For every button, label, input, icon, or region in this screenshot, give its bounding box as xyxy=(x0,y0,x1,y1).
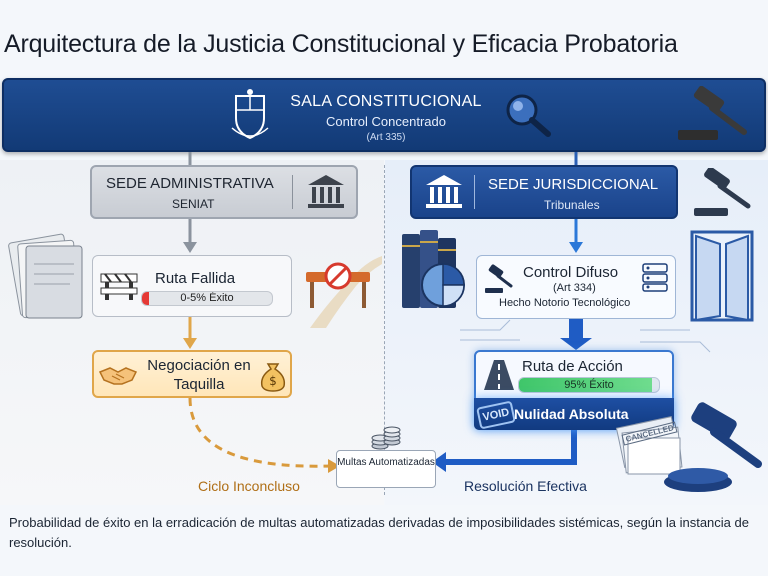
gavel-icon xyxy=(694,168,751,216)
road-barrier-icon xyxy=(306,256,382,328)
svg-text:$: $ xyxy=(269,374,277,388)
negotiation-card: Negociación en Taquilla $ xyxy=(92,350,292,398)
administrative-seat-title: SEDE ADMINISTRATIVA xyxy=(106,175,274,192)
coins-icon xyxy=(371,426,401,450)
action-route-title: Ruta de Acción xyxy=(522,358,623,375)
figure-caption: Probabilidad de éxito en la erradicación… xyxy=(9,515,749,550)
failed-route-progress-fill xyxy=(142,292,149,305)
void-stamp: VOID xyxy=(476,400,516,430)
administrative-seat-subtitle: SENIAT xyxy=(172,197,215,211)
folders-icon xyxy=(8,233,83,319)
banner-article: (Art 335) xyxy=(366,132,406,143)
courthouse-icon xyxy=(426,175,462,208)
diffuse-control-note: Hecho Notorio Tecnológico xyxy=(499,297,631,309)
jurisdictional-seat-subtitle: Tribunales xyxy=(544,198,600,212)
diffuse-control-title: Control Difuso xyxy=(523,264,619,281)
magnifier-icon xyxy=(506,94,551,137)
diffuse-control-article: (Art 334) xyxy=(553,282,596,294)
automated-fines-box: Multas Automatizadas xyxy=(336,450,436,488)
administrative-seat-box: SEDE ADMINISTRATIVA SENIAT xyxy=(90,165,358,219)
banner-title: SALA CONSTITUCIONAL xyxy=(290,93,482,110)
absolute-nullity-label: Nulidad Absoluta xyxy=(514,406,629,422)
resolution-label: Resolución Efectiva xyxy=(464,478,587,494)
action-route-progress-fill xyxy=(519,378,652,392)
gavel-icon xyxy=(678,86,747,140)
pie-chart-icon xyxy=(421,263,465,307)
action-route-progress-bar: 95% Éxito xyxy=(518,377,660,393)
failed-route-card: Ruta Fallida 0-5% Éxito xyxy=(92,255,292,317)
diffuse-control-card: Control Difuso (Art 334) Hecho Notorio T… xyxy=(476,255,676,319)
page-title: Arquitectura de la Justicia Constitucion… xyxy=(4,30,678,58)
server-icon xyxy=(642,263,668,292)
failed-route-progress-bar: 0-5% Éxito xyxy=(141,291,273,306)
action-route-progress-label: 95% Éxito xyxy=(564,379,614,391)
money-bag-icon: $ xyxy=(260,363,286,392)
failed-route-progress-label: 0-5% Éxito xyxy=(180,292,234,304)
gavel-icon xyxy=(664,402,762,492)
coat-of-arms-icon xyxy=(231,89,269,140)
road-icon xyxy=(484,360,514,390)
constitutional-chamber-banner: SALA CONSTITUCIONAL Control Concentrado … xyxy=(2,78,766,152)
zone-divider xyxy=(384,165,385,495)
cancelled-papers-icon xyxy=(615,416,683,475)
handshake-icon xyxy=(98,367,138,385)
barrier-icon xyxy=(100,273,138,300)
courthouse-icon xyxy=(308,175,344,208)
door-icon xyxy=(690,230,754,322)
banner-subtitle: Control Concentrado xyxy=(326,114,446,129)
jurisdictional-seat-box: SEDE JURISDICCIONAL Tribunales xyxy=(410,165,678,219)
cycle-label: Ciclo Inconcluso xyxy=(198,478,300,494)
negotiation-label: Negociación en Taquilla xyxy=(147,357,251,393)
automated-fines-label: Multas Automatizadas xyxy=(337,457,435,468)
gavel-icon xyxy=(485,264,513,293)
failed-route-title: Ruta Fallida xyxy=(155,270,236,287)
jurisdictional-seat-title: SEDE JURISDICCIONAL xyxy=(488,176,659,193)
